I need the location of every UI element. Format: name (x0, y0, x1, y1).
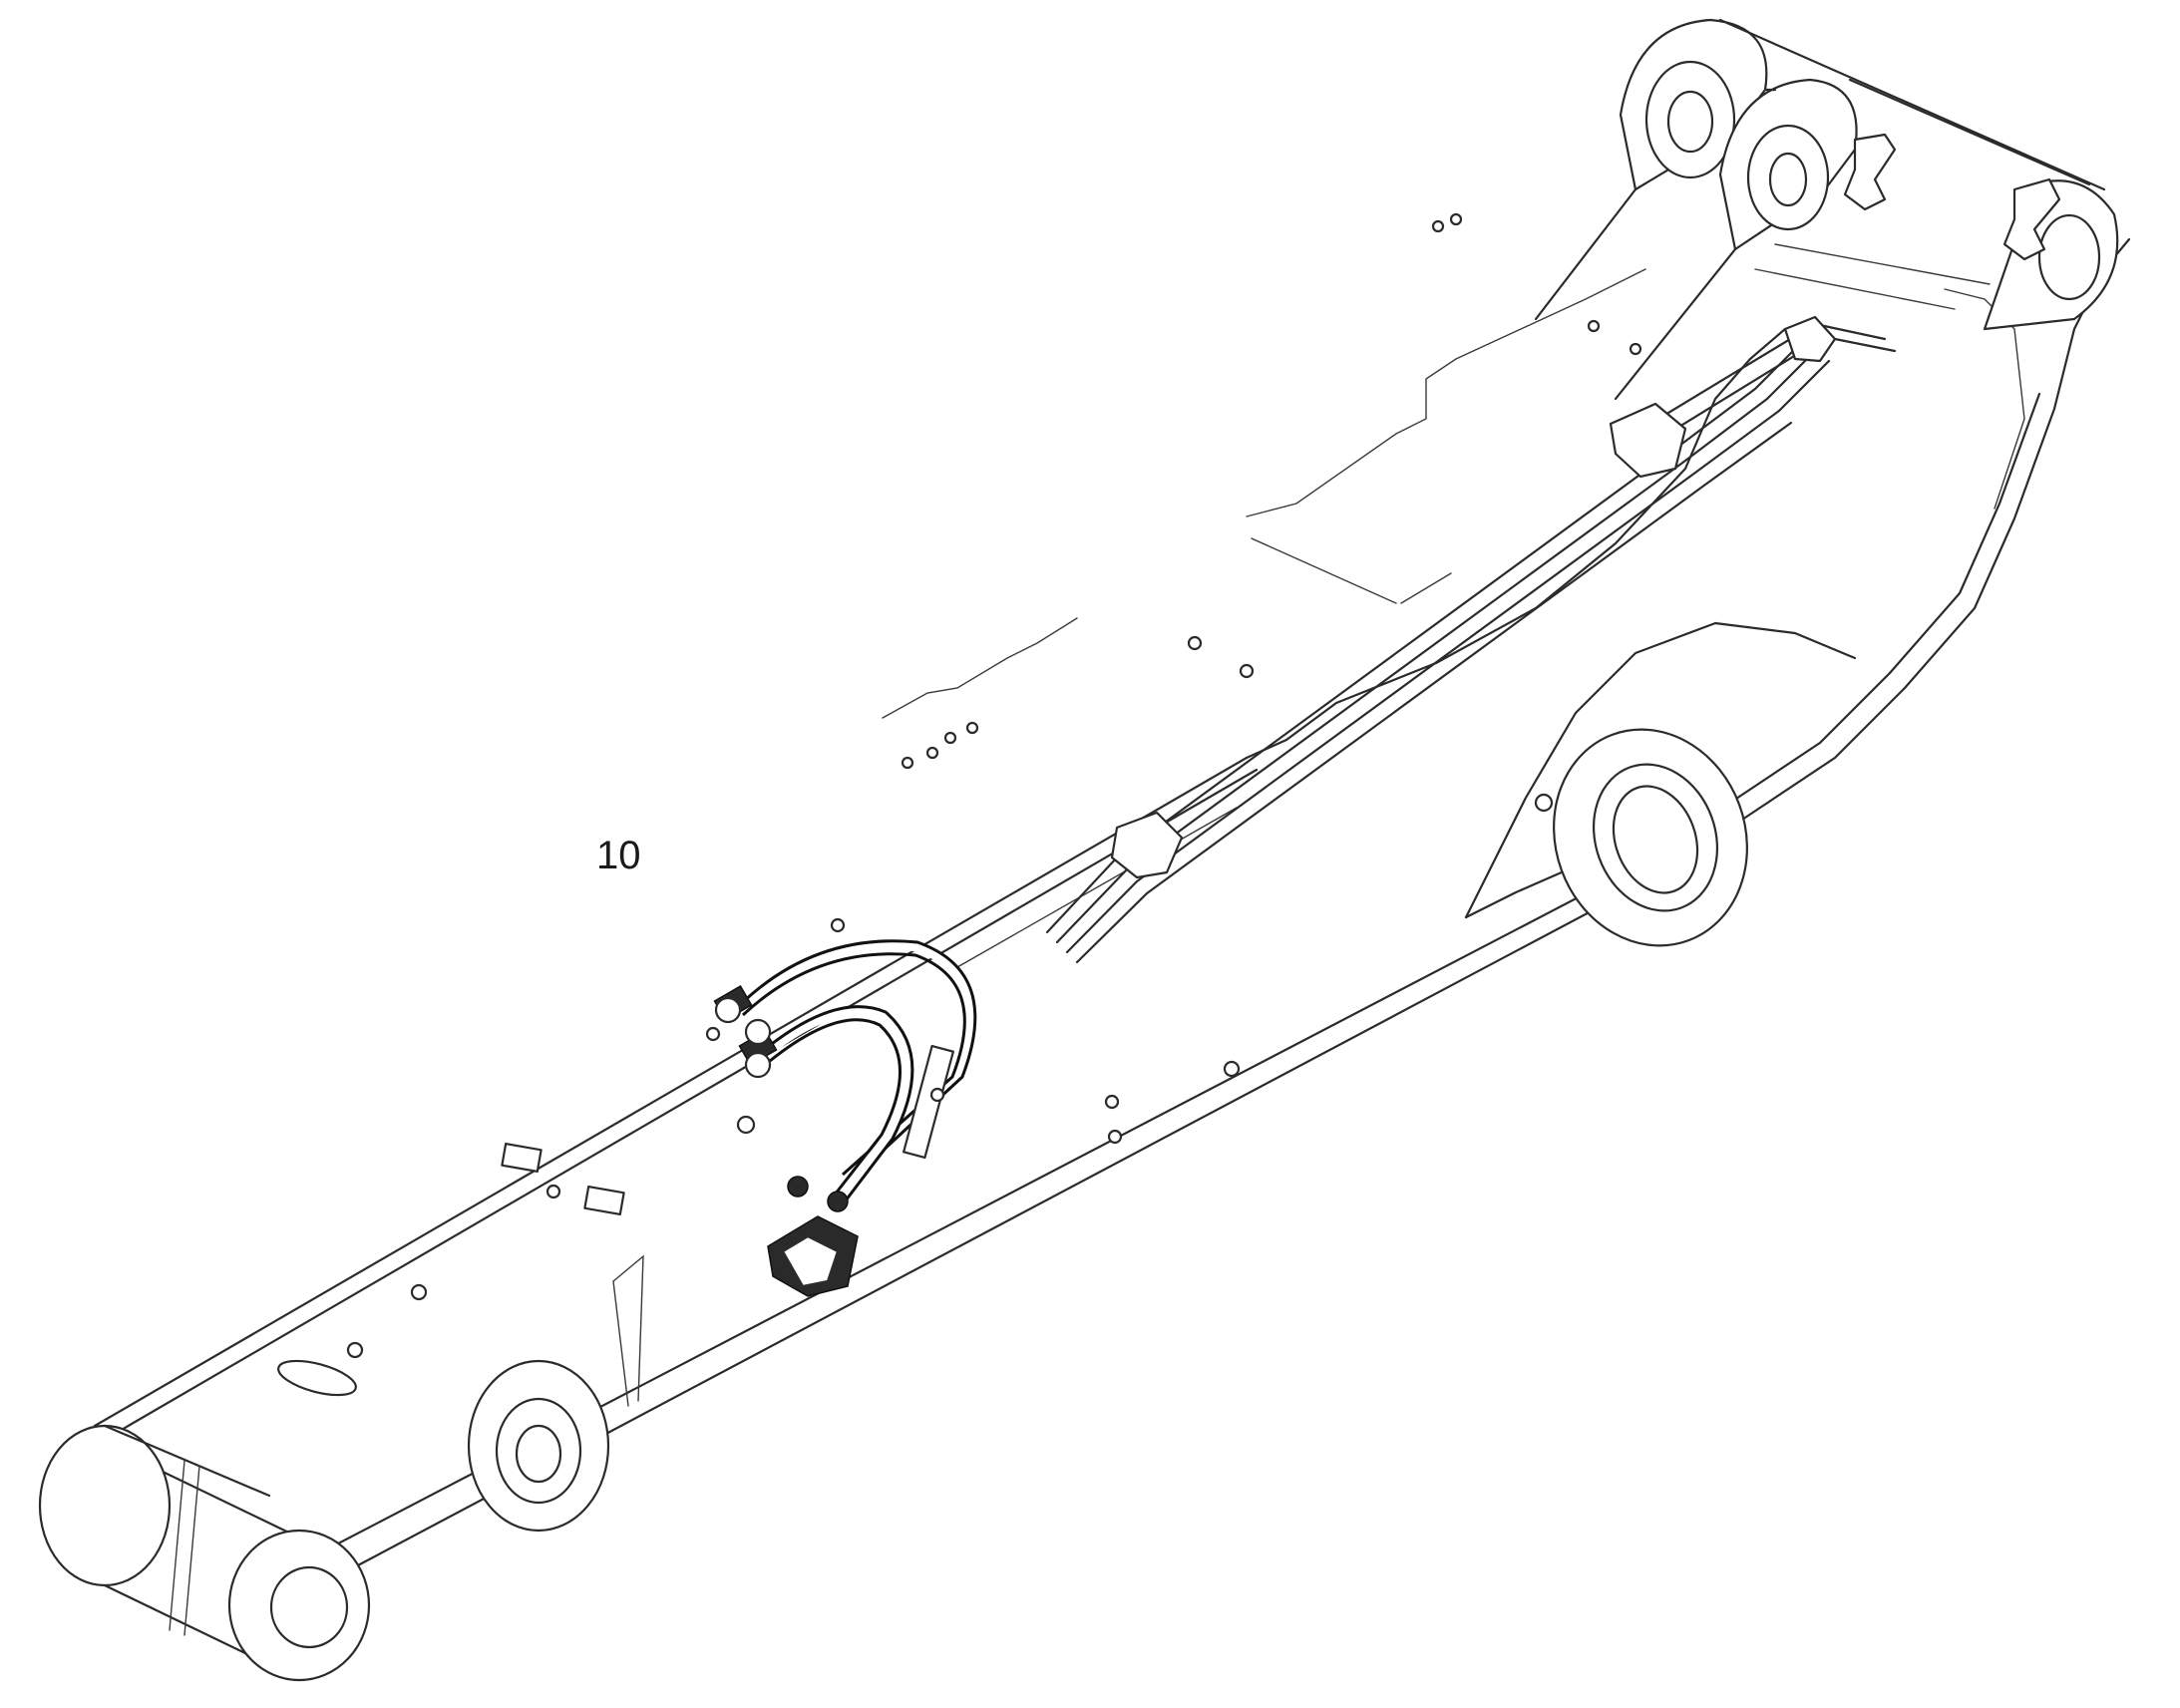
callout-10: 10 (596, 834, 641, 877)
tube-clamps (1110, 315, 1837, 879)
boom-inner-ribs (956, 243, 2025, 968)
cylinder-boss (1534, 728, 1748, 947)
plate-bolts (277, 212, 1642, 1397)
hose-assembly (713, 939, 977, 1297)
boom-foot-end (38, 1359, 610, 1682)
boom-head-lugs (1534, 18, 2119, 401)
